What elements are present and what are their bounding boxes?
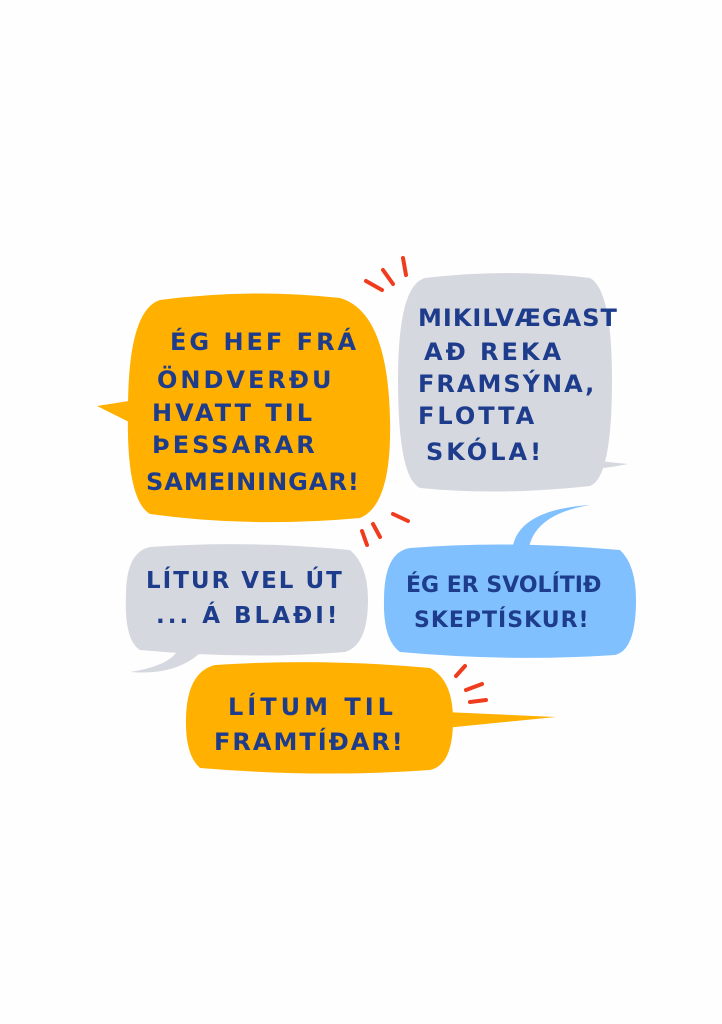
bubble-3-line-2: ... á blaði!: [156, 603, 341, 629]
bubble-1-line-5: sameiningar!: [146, 468, 360, 496]
speech-bubble-gray-2: [125, 544, 369, 673]
bubble-4-line-2: skeptískur!: [414, 608, 590, 633]
bubble-2-line-3: framsýna,: [418, 370, 597, 398]
bubble-4-line-1: Ég er svolítið: [406, 573, 602, 598]
bubble-1-line-1: Ég hef frá: [170, 328, 360, 356]
emphasis-marks: [360, 256, 488, 704]
speech-bubble-orange-2: [185, 662, 556, 774]
bubble-1-line-4: þessarar: [152, 431, 318, 459]
bubble-2-line-4: flotta: [418, 402, 538, 430]
bubble-3-line-1: Lítur vel út: [146, 568, 344, 594]
speech-bubble-gray-1: [398, 273, 628, 492]
bubble-2-line-2: að reka: [424, 338, 565, 366]
bubble-1-line-3: hvatt til: [152, 399, 315, 427]
speech-bubble-orange-1: [97, 293, 391, 523]
bubble-1-line-2: öndverðu: [157, 366, 335, 394]
speech-bubble-blue: [383, 505, 636, 658]
bubble-2-line-5: skóla!: [426, 438, 545, 466]
bubble-5-line-1: Lítum til: [228, 693, 397, 721]
bubble-2-line-1: Mikilvægast: [418, 304, 618, 332]
bubble-5-line-2: framtíðar!: [214, 728, 405, 756]
